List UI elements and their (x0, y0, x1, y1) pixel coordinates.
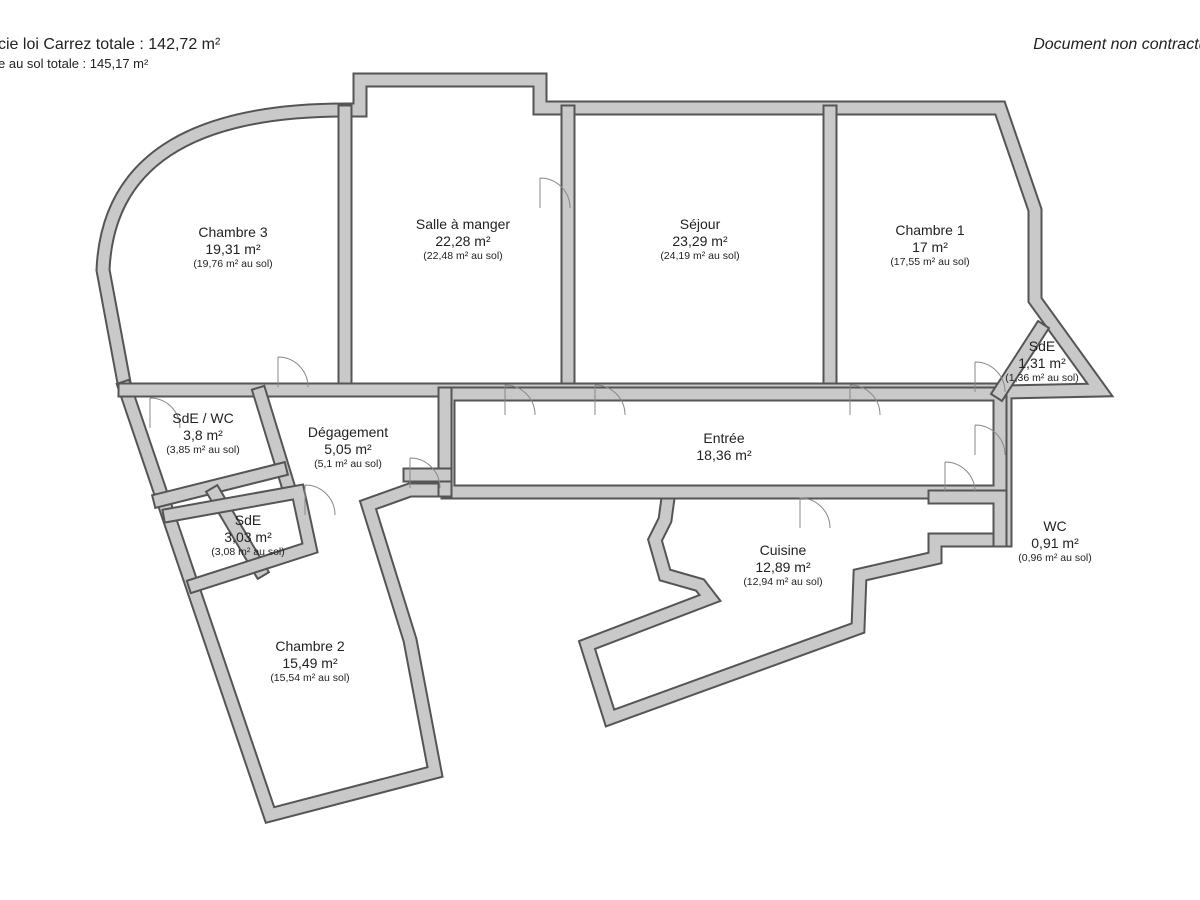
room-area: 22,28 m² (435, 232, 491, 249)
door-swing (974, 361, 1006, 393)
room-area: 18,36 m² (696, 446, 752, 463)
door-swing (409, 457, 441, 489)
room-area: 19,31 m² (205, 240, 261, 257)
room-sol: (3,08 m² au sol) (211, 545, 285, 558)
room-sol: (3,85 m² au sol) (166, 443, 240, 456)
room-area: 12,89 m² (755, 558, 811, 575)
room-sol: (0,96 m² au sol) (1018, 551, 1092, 564)
room-name: Chambre 1 (895, 222, 965, 238)
room-area: 17 m² (912, 238, 948, 255)
room-area: 0,91 m² (1031, 534, 1079, 551)
door-swing (277, 356, 309, 388)
room-area: 5,05 m² (324, 440, 372, 457)
room-name: SdE (234, 512, 262, 528)
room-name: Cuisine (759, 542, 807, 558)
wall (153, 463, 287, 507)
room-name: Entrée (703, 430, 745, 446)
room-sol: (15,54 m² au sol) (270, 671, 350, 684)
room-name: Chambre 2 (275, 638, 345, 654)
door-swing (944, 461, 976, 493)
room-sol: (24,19 m² au sol) (660, 249, 740, 262)
disclaimer-note: Document non contractuel (1033, 36, 1200, 53)
room-area: 23,29 m² (672, 232, 728, 249)
door-swing (849, 384, 881, 416)
sol-total: e au sol totale : 145,17 m² (0, 56, 149, 71)
room-name: SdE (1028, 338, 1056, 354)
room-area: 1,31 m² (1018, 354, 1066, 371)
door-swing (799, 497, 831, 529)
door-swing (149, 397, 181, 429)
door-swing (539, 177, 571, 209)
wall (929, 491, 1006, 546)
room-sol: (22,48 m² au sol) (423, 249, 503, 262)
room-name: SdE / WC (172, 410, 234, 426)
room-sol: (5,1 m² au sol) (314, 457, 382, 470)
room-name: Dégagement (307, 424, 389, 440)
room-name: WC (1043, 518, 1067, 534)
door-swing (504, 384, 536, 416)
wall (118, 381, 454, 822)
door-swing (594, 384, 626, 416)
wall (163, 485, 317, 592)
carrez-total: cie loi Carrez totale : 142,72 m² (0, 36, 221, 53)
room-sol: (17,55 m² au sol) (890, 255, 970, 268)
wall (992, 322, 1048, 400)
room-sol: (1,36 m² au sol) (1005, 371, 1079, 384)
door-swing (974, 424, 1006, 456)
room-name: Salle à manger (415, 216, 511, 232)
room-name: Chambre 3 (198, 224, 268, 240)
room-sol: (19,76 m² au sol) (193, 257, 273, 270)
room-area: 3,03 m² (224, 528, 272, 545)
room-area: 15,49 m² (282, 654, 338, 671)
room-area: 3,8 m² (183, 426, 223, 443)
room-sol: (12,94 m² au sol) (743, 575, 823, 588)
room-name: Séjour (679, 216, 721, 232)
door-swing (304, 484, 336, 516)
